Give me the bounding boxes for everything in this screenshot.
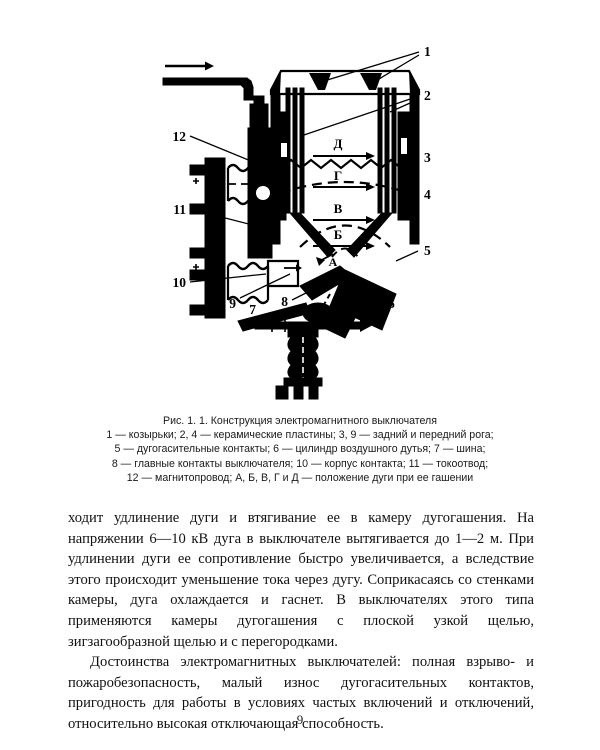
callout-numbers: 1 2 3 4 5 6 7 8 9 10 11 12 <box>173 44 432 317</box>
callout-4: 4 <box>424 187 431 202</box>
body-text: ходит удлинение дуги и втягивание ее в к… <box>68 508 534 735</box>
callout-1: 1 <box>424 44 431 59</box>
arc-traces <box>280 158 409 258</box>
callout-3: 3 <box>424 150 431 165</box>
figure-caption-legend-line: 1 — козырьки; 2, 4 — керамические пласти… <box>106 429 494 442</box>
callout-2: 2 <box>424 88 431 103</box>
callout-5: 5 <box>424 243 431 258</box>
callout-10: 10 <box>173 275 187 290</box>
arc-position-labels: Д Г В Б А <box>313 136 375 269</box>
paragraph: ходит удлинение дуги и втягивание ее в к… <box>68 510 534 650</box>
electromagnetic-breaker-diagram: Д Г В Б А <box>162 44 432 400</box>
callout-7: 7 <box>249 302 256 317</box>
paragraph: Достоинства электромагнитных выключателе… <box>68 654 534 732</box>
arc-label-A: А <box>329 255 338 269</box>
lower-terminal-bar <box>254 318 372 333</box>
arc-label-D: Д <box>334 136 343 151</box>
callout-8: 8 <box>281 294 288 309</box>
page-number: 9 <box>296 712 304 727</box>
arc-label-V: В <box>334 201 343 216</box>
arc-label-B: Б <box>334 227 343 242</box>
arc-label-G: Г <box>334 168 342 183</box>
callout-leader-lines <box>189 51 420 341</box>
figure-caption-legend-line: 5 — дугогасительные контакты; 6 — цилинд… <box>114 443 486 456</box>
figure-caption-title: Рис. 1. 1. Конструкция электромагнитного… <box>163 415 437 427</box>
figure-caption-legend-line: 8 — главные контакты выключателя; 10 — к… <box>111 457 489 470</box>
contact-housing <box>266 259 302 288</box>
callout-11: 11 <box>173 202 186 217</box>
figure-caption-legend-line: 12 — магнитопровод; А, Б, В, Г и Д — пол… <box>126 471 474 484</box>
figure-container: Д Г В Б А <box>0 8 600 408</box>
figure-caption: Рис. 1. 1. Конструкция электромагнитного… <box>50 414 550 485</box>
magnetic-core-assembly <box>189 95 279 319</box>
busbar-inlet <box>162 61 254 101</box>
callout-9: 9 <box>229 296 236 311</box>
callout-12: 12 <box>173 129 187 144</box>
support-insulator <box>275 328 323 400</box>
callout-6: 6 <box>388 296 395 311</box>
